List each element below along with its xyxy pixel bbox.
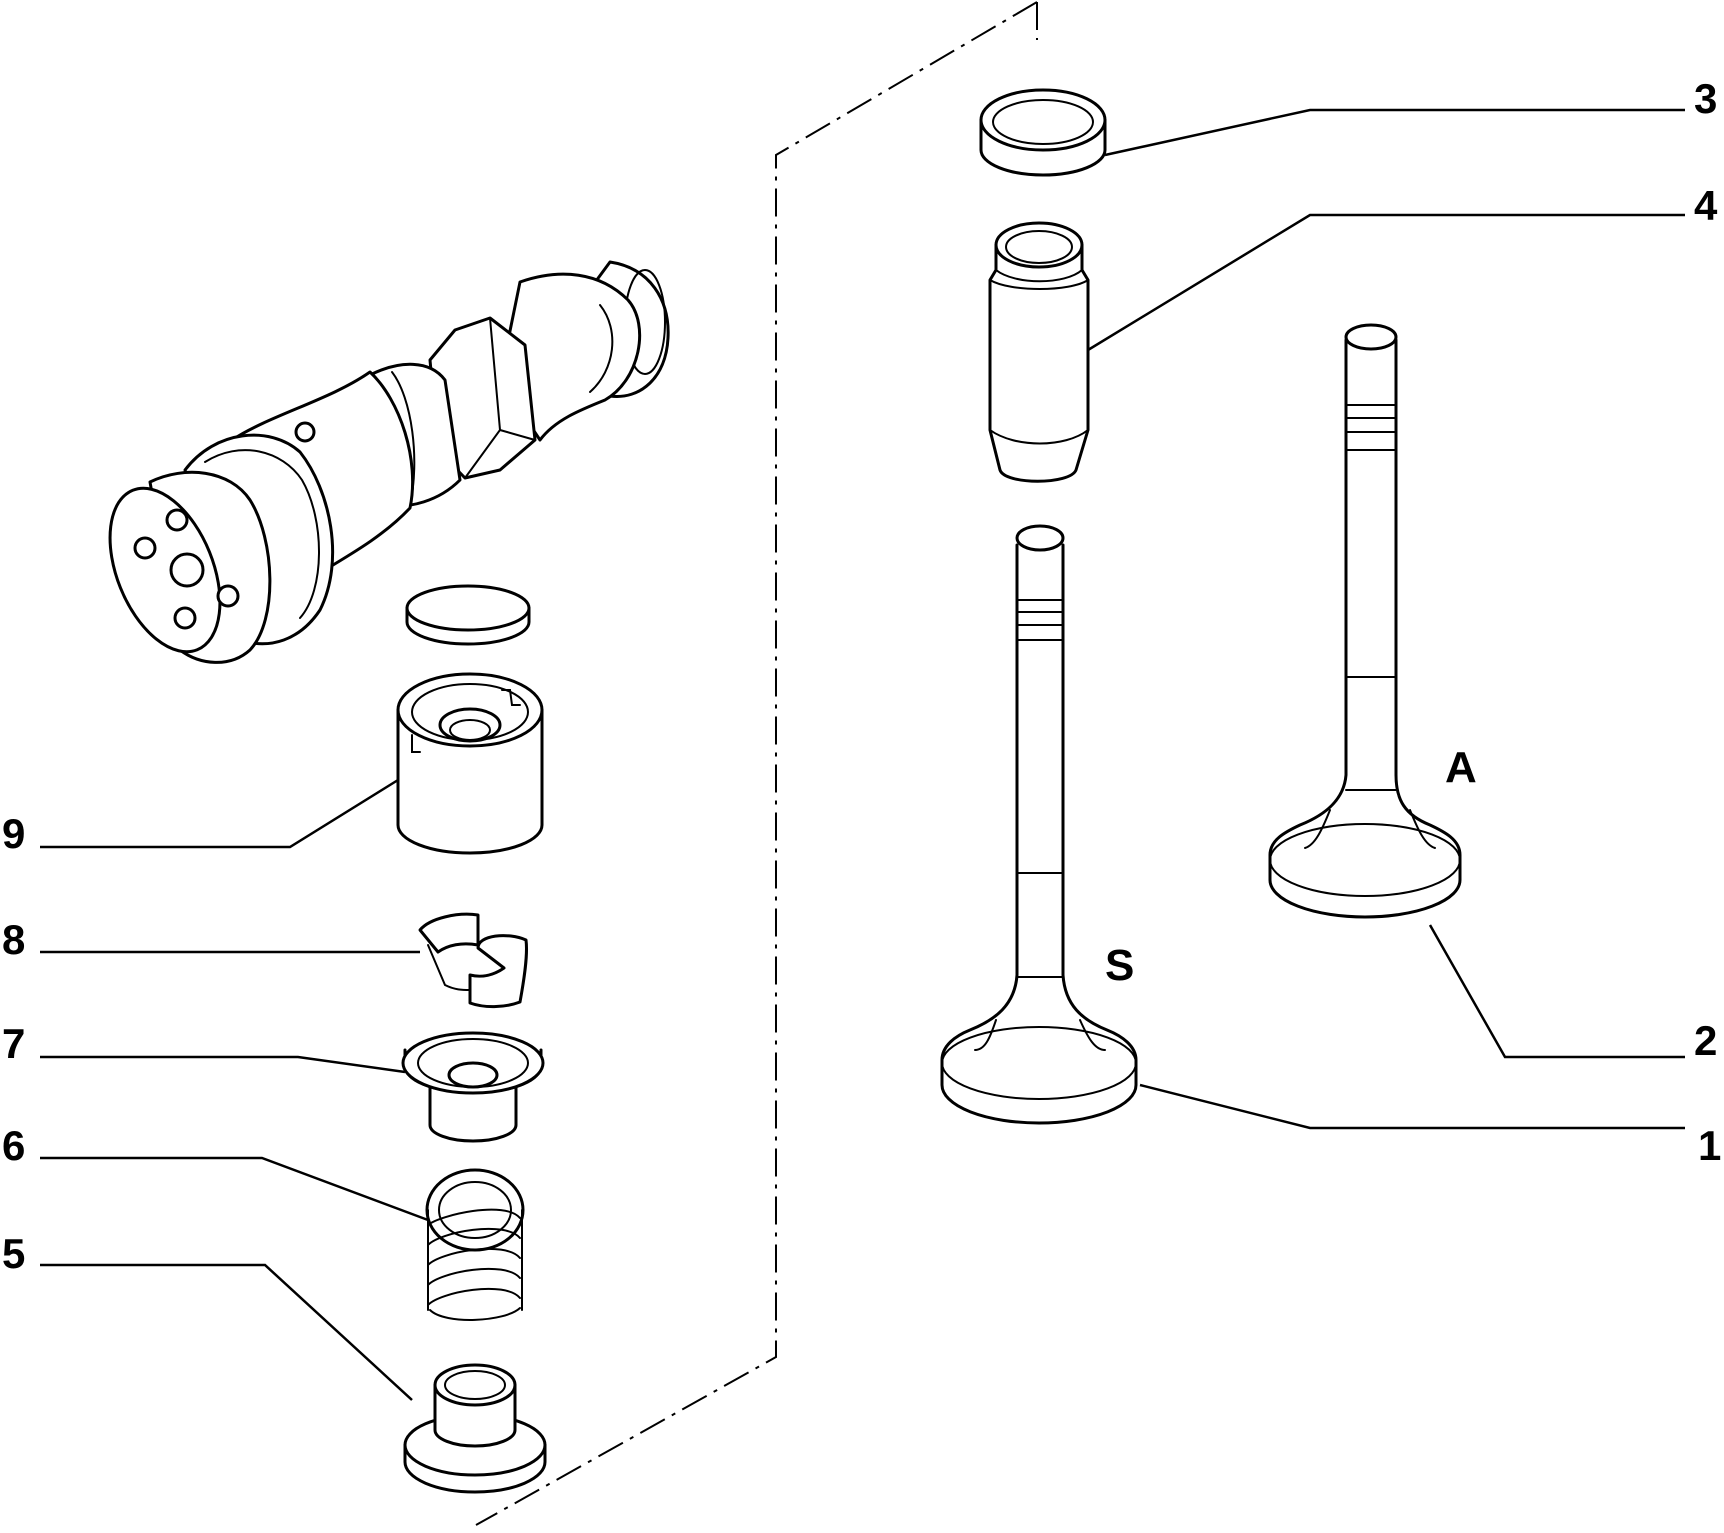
valve-cotters bbox=[418, 912, 528, 1009]
callout-8: 8 bbox=[2, 916, 25, 963]
valve-spring bbox=[425, 1168, 525, 1321]
leader-lines bbox=[40, 108, 1685, 1401]
callout-1: 1 bbox=[1698, 1122, 1721, 1169]
callout-2: 2 bbox=[1694, 1017, 1717, 1064]
leader-2 bbox=[1428, 924, 1685, 1059]
assembly-axis bbox=[475, 1, 1038, 1526]
intake-valve bbox=[1268, 323, 1462, 919]
spring-seat bbox=[403, 1363, 547, 1494]
leader-7 bbox=[40, 1055, 406, 1074]
spring-retainer bbox=[401, 1031, 545, 1143]
camshaft bbox=[108, 260, 670, 664]
leader-6 bbox=[40, 1156, 429, 1222]
callout-6: 6 bbox=[2, 1122, 25, 1169]
valve-label-s: S bbox=[1105, 941, 1134, 990]
leader-9 bbox=[40, 778, 399, 849]
leader-3 bbox=[1104, 108, 1685, 157]
leader-5 bbox=[40, 1263, 413, 1401]
exhaust-valve bbox=[940, 524, 1138, 1125]
valve-stem-seal bbox=[979, 88, 1107, 177]
callout-labels: 1 2 3 4 5 6 7 8 9 A S bbox=[2, 75, 1721, 1277]
valve-guide bbox=[988, 221, 1090, 483]
leader-1 bbox=[1139, 1083, 1685, 1130]
callout-3: 3 bbox=[1694, 75, 1717, 122]
callout-4: 4 bbox=[1694, 182, 1718, 229]
tappet-bucket bbox=[396, 672, 544, 855]
valve-label-a: A bbox=[1445, 743, 1477, 792]
tappet-shim bbox=[405, 584, 531, 646]
leader-4 bbox=[1087, 213, 1685, 352]
callout-7: 7 bbox=[2, 1020, 25, 1067]
callout-9: 9 bbox=[2, 810, 25, 857]
callout-5: 5 bbox=[2, 1230, 25, 1277]
